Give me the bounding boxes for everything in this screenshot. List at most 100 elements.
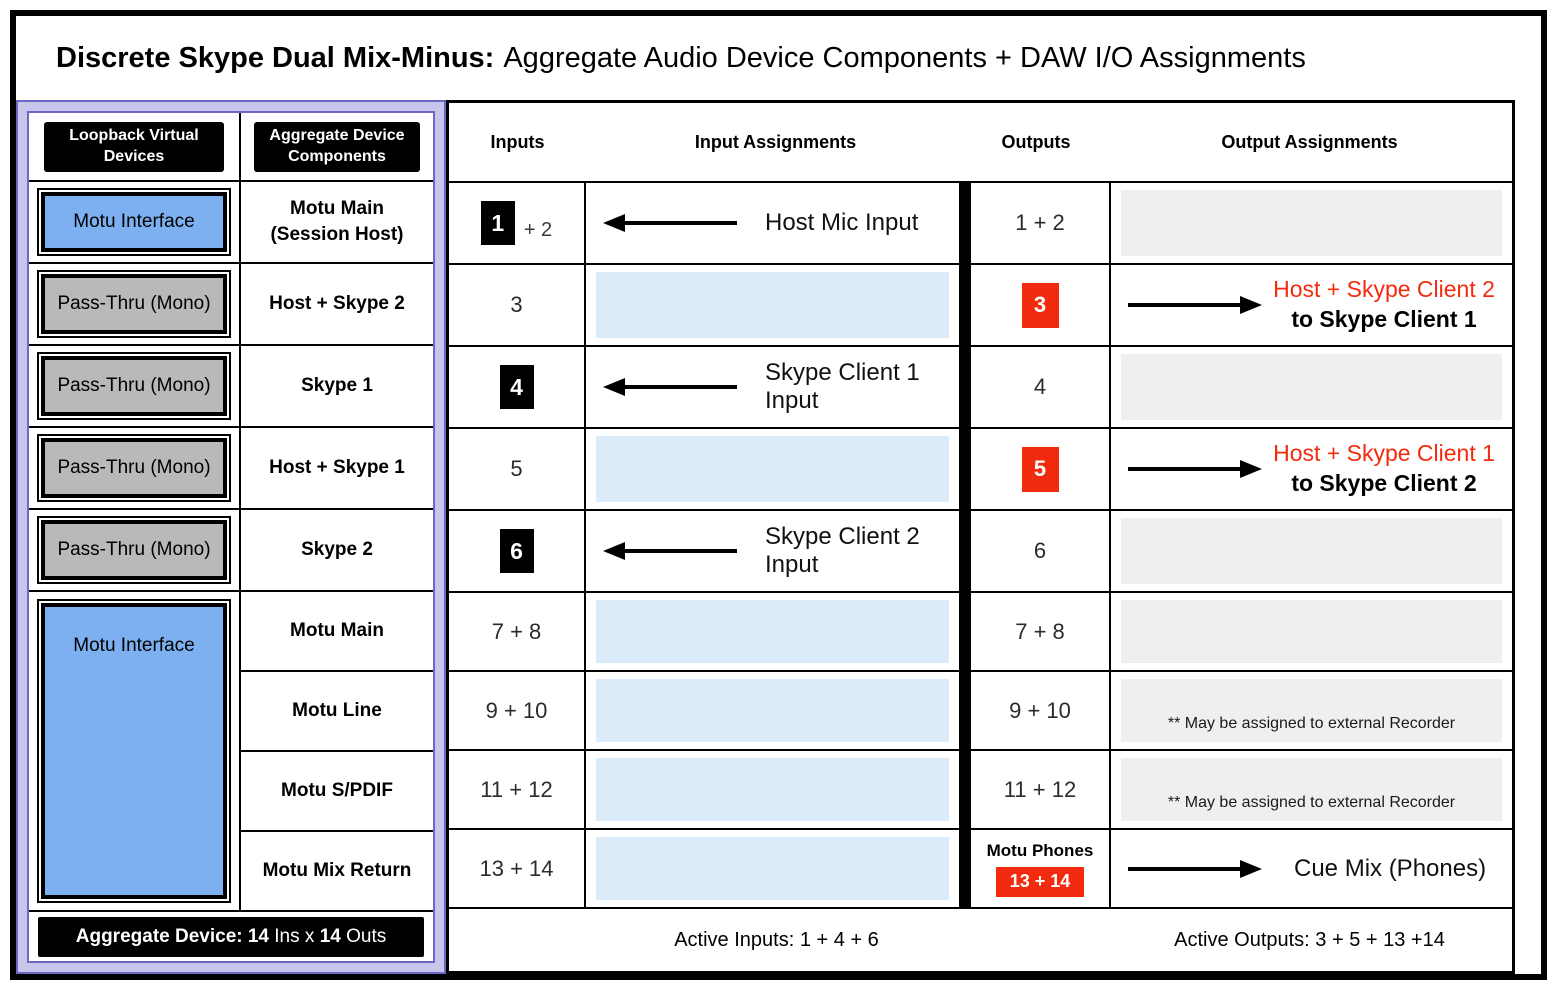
empty-assignment-box — [596, 272, 949, 338]
output-assignment-cell: Host + Skype Client 2 to Skype Client 1 — [1111, 265, 1512, 345]
diagram-body: Loopback Virtual Devices Aggregate Devic… — [16, 100, 1541, 974]
input-assignment-cell — [586, 429, 959, 509]
output-assignment-cell — [1111, 347, 1512, 427]
aggregate-summary-strip: Aggregate Device: 14 Ins x 14 Outs — [29, 912, 433, 961]
page-title: Discrete Skype Dual Mix-Minus: Aggregate… — [16, 16, 1541, 100]
component-label: Host + Skype 2 — [241, 264, 433, 344]
loopback-frame: Loopback Virtual Devices Aggregate Devic… — [16, 100, 446, 974]
component-label: Motu Main — [241, 592, 433, 670]
loopback-device-box: Pass-Thru (Mono) — [37, 352, 231, 420]
component-label: Skype 2 — [241, 510, 433, 590]
col-header-outputs: Outputs — [1001, 131, 1071, 152]
input-assignment-cell: Skype Client 2 Input — [586, 511, 959, 591]
output-assignment-note: ** May be assigned to external Recorder — [1121, 758, 1502, 821]
active-io-strip: Active Inputs: 1 + 4 + 6 Active Outputs:… — [449, 907, 1512, 971]
arrow-right-icon — [1128, 296, 1262, 314]
column-separator — [961, 183, 969, 907]
component-label: Motu Main (Session Host) — [241, 182, 433, 262]
component-label: Host + Skype 1 — [241, 428, 433, 508]
input-assignment-label: Host Mic Input — [765, 209, 919, 236]
input-channel-cell: 5 — [449, 429, 584, 509]
output-channel-cell: 5 — [971, 429, 1109, 509]
io-table: Inputs Input Assignments Outputs Output … — [446, 100, 1515, 974]
component-label: Motu Mix Return — [241, 832, 433, 910]
col-header-inputs: Inputs — [490, 131, 545, 152]
arrow-left-icon — [603, 378, 737, 396]
input-channel-suffix: + 2 — [523, 218, 553, 241]
output-channel-cell: 7 + 8 — [971, 593, 1109, 670]
input-assignment-cell: Host Mic Input — [586, 183, 959, 263]
output-assignment-label: Host + Skype Client 2 to Skype Client 1 — [1273, 276, 1495, 332]
input-channel-cell: 1 + 2 — [449, 183, 584, 263]
loopback-device-box: Pass-Thru (Mono) — [37, 434, 231, 502]
input-assignment-cell — [586, 751, 959, 828]
output-assignment-cell — [1111, 593, 1512, 670]
empty-assignment-box — [596, 679, 949, 742]
output-assignment-label: Cue Mix (Phones) — [1294, 854, 1487, 882]
input-channel-cell: 13 + 14 — [449, 830, 584, 907]
input-channel-cell: 3 — [449, 265, 584, 345]
loopback-device-box: Pass-Thru (Mono) — [37, 516, 231, 584]
loopback-device-box: Pass-Thru (Mono) — [37, 270, 231, 338]
loopback-device-box: Motu Interface — [37, 188, 231, 256]
input-channel-cell: 9 + 10 — [449, 672, 584, 749]
output-channel-cell: 11 + 12 — [971, 751, 1109, 828]
active-inputs-label: Active Inputs: 1 + 4 + 6 — [674, 928, 879, 951]
header-badge-loopback: Loopback Virtual Devices — [43, 121, 225, 172]
empty-assignment-box — [1121, 190, 1502, 256]
arrow-right-icon — [1128, 460, 1262, 478]
output-assignment-note: ** May be assigned to external Recorder — [1121, 679, 1502, 742]
input-channel-cell: 7 + 8 — [449, 593, 584, 670]
arrow-left-icon — [603, 542, 737, 560]
input-assignment-cell — [586, 593, 959, 670]
loopback-device-box-motu-tall: Motu Interface — [37, 599, 231, 903]
empty-assignment-box — [596, 837, 949, 900]
input-assignment-cell — [586, 265, 959, 345]
arrow-left-icon — [603, 214, 737, 232]
output-channel-box: 3 — [1021, 282, 1059, 328]
output-assignment-cell: ** May be assigned to external Recorder — [1111, 751, 1512, 828]
page-title-regular: Aggregate Audio Device Components + DAW … — [503, 41, 1306, 74]
component-sublabel: (Session Host) — [270, 224, 404, 245]
input-assignment-label: Skype Client 2 Input — [765, 523, 920, 578]
output-assignment-cell: Cue Mix (Phones) — [1111, 830, 1512, 907]
diagram-frame: Discrete Skype Dual Mix-Minus: Aggregate… — [10, 10, 1547, 980]
output-channel-cell: 9 + 10 — [971, 672, 1109, 749]
col-header-input-assignments: Input Assignments — [694, 131, 857, 152]
empty-assignment-box — [596, 600, 949, 663]
output-channel-cell: Motu Phones 13 + 14 — [971, 830, 1109, 907]
output-assignment-cell: ** May be assigned to external Recorder — [1111, 672, 1512, 749]
component-label: Skype 1 — [241, 346, 433, 426]
output-channel-box: 5 — [1021, 446, 1059, 492]
output-channel-box: 13 + 14 — [996, 866, 1084, 897]
empty-assignment-box — [1121, 518, 1502, 584]
empty-assignment-box — [596, 436, 949, 502]
input-assignment-cell: Skype Client 1 Input — [586, 347, 959, 427]
output-assignment-cell — [1111, 183, 1512, 263]
empty-assignment-box — [1121, 354, 1502, 420]
empty-assignment-box — [596, 758, 949, 821]
page-title-bold: Discrete Skype Dual Mix-Minus: — [56, 41, 495, 74]
header-badge-aggregate: Aggregate Device Components — [254, 121, 420, 172]
arrow-right-icon — [1128, 859, 1262, 878]
output-channel-cell: 4 — [971, 347, 1109, 427]
aggregate-device-badge: Aggregate Device: 14 Ins x 14 Outs — [38, 916, 424, 957]
input-channel-cell: 4 — [449, 347, 584, 427]
input-assignment-label: Skype Client 1 Input — [765, 359, 920, 414]
empty-assignment-box — [1121, 600, 1502, 663]
output-assignment-label: Host + Skype Client 1 to Skype Client 2 — [1273, 440, 1495, 496]
loopback-table: Loopback Virtual Devices Aggregate Devic… — [29, 113, 433, 961]
component-label: Motu S/PDIF — [241, 752, 433, 830]
io-table-grid: 1 + 2 Host Mic Input 1 + 2 3 3 Host + Sk… — [449, 183, 1512, 907]
output-assignment-cell — [1111, 511, 1512, 591]
output-channel-cell: 1 + 2 — [971, 183, 1109, 263]
input-channel-box: 1 — [480, 201, 515, 245]
component-label: Motu Line — [241, 672, 433, 750]
col-header-output-assignments: Output Assignments — [1221, 131, 1398, 152]
input-channel-box: 4 — [499, 365, 534, 409]
input-channel-cell: 11 + 12 — [449, 751, 584, 828]
input-channel-cell: 6 — [449, 511, 584, 591]
io-table-header: Inputs Input Assignments Outputs Output … — [449, 103, 1512, 183]
output-assignment-cell: Host + Skype Client 1 to Skype Client 2 — [1111, 429, 1512, 509]
input-channel-box: 6 — [499, 529, 534, 573]
